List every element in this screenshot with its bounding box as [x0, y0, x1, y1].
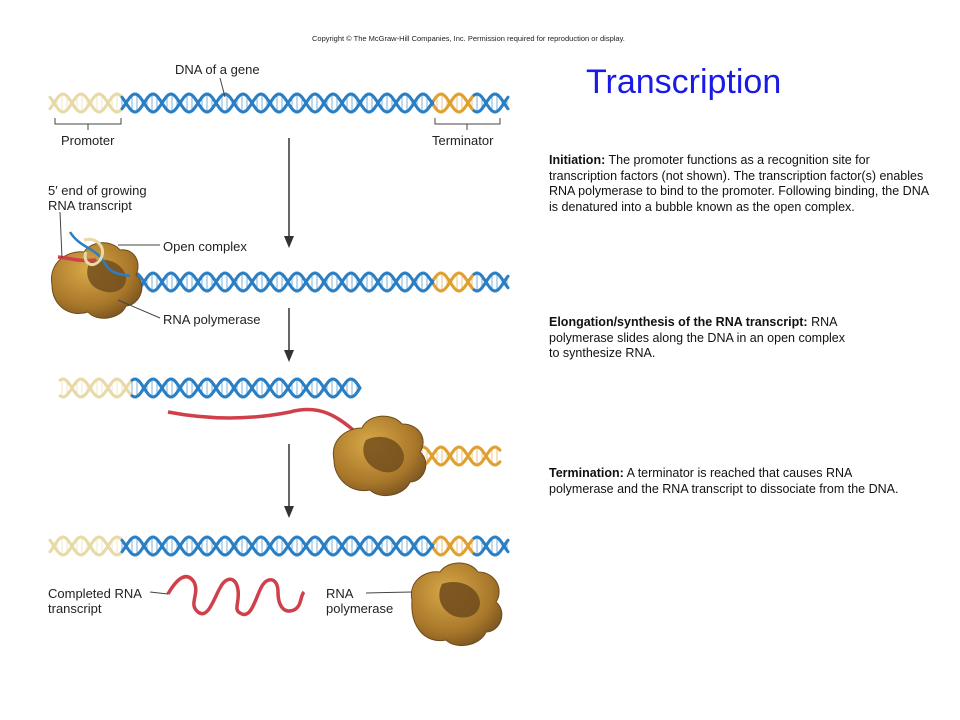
released-polymerase-line-2: polymerase: [326, 601, 394, 616]
dna-gene-strand: [48, 92, 510, 114]
step-initiation: Initiation: The promoter functions as a …: [549, 153, 929, 215]
completed-rna-line-1: Completed RNA: [48, 586, 142, 601]
step-elongation-text: RNA polymerase slides along the DNA in a…: [549, 315, 846, 360]
open-complex-bubble: [68, 231, 131, 278]
completed-rna-label: Completed RNA transcript: [48, 586, 142, 616]
growing-rna-transcript-elongation: [167, 407, 362, 438]
rna-polymerase-label: RNA polymerase: [163, 312, 261, 327]
completed-rna-line-2: transcript: [48, 601, 102, 616]
step-initiation-heading: Initiation:: [549, 153, 606, 167]
dna-gene-pointer: [219, 77, 226, 98]
step-termination-heading: Termination:: [549, 466, 624, 480]
promoter-bracket: [54, 118, 122, 130]
rna-polymerase-initiation: [51, 242, 143, 319]
step-elongation-heading: Elongation/synthesis of the RNA transcri…: [549, 315, 808, 329]
dna-gene-label: DNA of a gene: [175, 62, 260, 77]
rna-polymerase-elongation: [332, 415, 427, 497]
released-polymerase-line-1: RNA: [326, 586, 354, 601]
step-arrow-2: [284, 308, 294, 362]
rna-polymerase-released: [410, 562, 503, 647]
step-arrow-1: [284, 138, 294, 248]
terminator-bracket: [434, 118, 501, 130]
step-arrow-3: [284, 444, 294, 518]
step-termination-text: A terminator is reached that causes RNA …: [549, 466, 899, 496]
step-initiation-text: The promoter functions as a recognition …: [549, 153, 929, 214]
five-prime-end-label: 5′ end of growing RNA transcript: [48, 183, 147, 213]
copyright-notice: Copyright © The McGraw-Hill Companies, I…: [312, 34, 625, 43]
growing-rna-transcript-initiation: [57, 255, 97, 263]
five-prime-end-line-1: 5′ end of growing: [48, 183, 147, 198]
dna-termination-strand: [48, 535, 510, 557]
terminator-label: Terminator: [432, 133, 494, 148]
dna-elongation-strand: [58, 377, 502, 467]
released-polymerase-label: RNA polymerase: [326, 586, 393, 616]
open-complex-label: Open complex: [163, 239, 247, 254]
five-prime-end-line-2: RNA transcript: [48, 198, 132, 213]
slide-title: Transcription: [586, 63, 782, 101]
promoter-label: Promoter: [61, 133, 115, 148]
step-termination: Termination: A terminator is reached tha…: [549, 466, 899, 497]
step-elongation: Elongation/synthesis of the RNA transcri…: [549, 315, 849, 362]
completed-rna-transcript: [166, 575, 306, 617]
dna-initiation-strand: [128, 271, 510, 293]
